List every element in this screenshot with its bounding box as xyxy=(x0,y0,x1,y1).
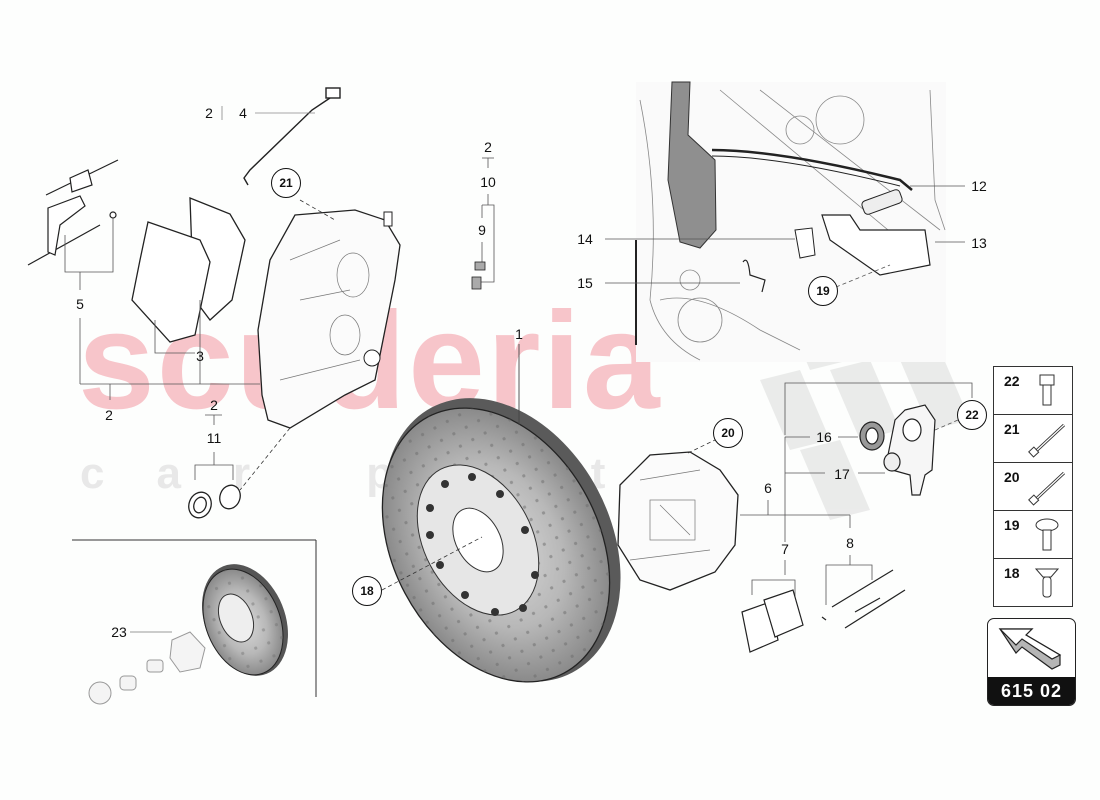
circled-callout-21: 21 xyxy=(271,168,301,198)
brake-pads xyxy=(131,197,246,343)
legend-number: 21 xyxy=(1004,421,1020,437)
rear-brake-pads xyxy=(741,589,804,653)
callout-2: 2 xyxy=(210,397,218,413)
callout-9: 9 xyxy=(478,222,486,238)
legend-number: 18 xyxy=(1004,565,1020,581)
spring-clip xyxy=(794,227,816,259)
circled-callout-18: 18 xyxy=(352,576,382,606)
legend-number: 20 xyxy=(1004,469,1020,485)
page-reference-link[interactable]: 615 02 xyxy=(987,618,1076,706)
long-flange-bolt-icon xyxy=(1028,471,1066,506)
inset-hub-view xyxy=(72,539,317,705)
callout-2: 2 xyxy=(105,407,113,423)
rear-pad-pins xyxy=(821,569,906,629)
callout-23: 23 xyxy=(111,624,127,640)
wear-sensor xyxy=(243,87,341,186)
callout-5: 5 xyxy=(76,296,84,312)
page-reference-code: 615 02 xyxy=(988,677,1075,705)
parking-brake-actuator xyxy=(859,404,936,496)
callout-2: 2 xyxy=(205,105,213,121)
legend-number: 19 xyxy=(1004,517,1020,533)
callout-6: 6 xyxy=(764,480,772,496)
callout-10: 10 xyxy=(480,174,496,190)
callout-2: 2 xyxy=(484,139,492,155)
pan-head-screw-icon xyxy=(1035,518,1059,551)
hose-fitting xyxy=(861,189,903,215)
long-flange-bolt-icon xyxy=(1028,423,1066,458)
callout-16: 16 xyxy=(816,429,832,445)
hose-bracket xyxy=(821,214,931,276)
brake-hose xyxy=(711,148,913,191)
socket-head-bolt-icon xyxy=(1039,374,1055,406)
knuckle-arm xyxy=(667,81,717,249)
legend-row-18: 18 xyxy=(994,559,1072,606)
callout-4: 4 xyxy=(239,105,247,121)
callout-13: 13 xyxy=(971,235,987,251)
callout-14: 14 xyxy=(577,231,593,247)
legend-row-21: 21 xyxy=(994,415,1072,463)
callout-3: 3 xyxy=(196,348,204,364)
callout-8: 8 xyxy=(846,535,854,551)
legend-row-19: 19 xyxy=(994,511,1072,559)
legend-number: 22 xyxy=(1004,373,1020,389)
pad-retaining-pins xyxy=(27,159,119,266)
fastener-legend: 22 21 20 19 xyxy=(993,366,1073,607)
countersunk-screw-icon xyxy=(1034,568,1060,598)
rear-brake-caliper xyxy=(617,451,739,591)
callout-11: 11 xyxy=(206,430,222,446)
legend-row-20: 20 xyxy=(994,463,1072,511)
arrow-up-left-icon xyxy=(998,628,1062,670)
retaining-clip xyxy=(742,259,766,293)
callout-1: 1 xyxy=(515,326,523,342)
callout-15: 15 xyxy=(577,275,593,291)
circled-callout-22: 22 xyxy=(957,400,987,430)
circled-callout-20: 20 xyxy=(713,418,743,448)
front-brake-caliper xyxy=(257,209,401,429)
piston-seals xyxy=(188,484,241,519)
brake-disc xyxy=(381,398,621,683)
legend-row-22: 22 xyxy=(994,367,1072,415)
callout-12: 12 xyxy=(971,178,987,194)
circled-callout-19: 19 xyxy=(808,276,838,306)
callout-7: 7 xyxy=(781,541,789,557)
callout-17: 17 xyxy=(834,466,850,482)
bleeder-screw xyxy=(471,261,486,290)
